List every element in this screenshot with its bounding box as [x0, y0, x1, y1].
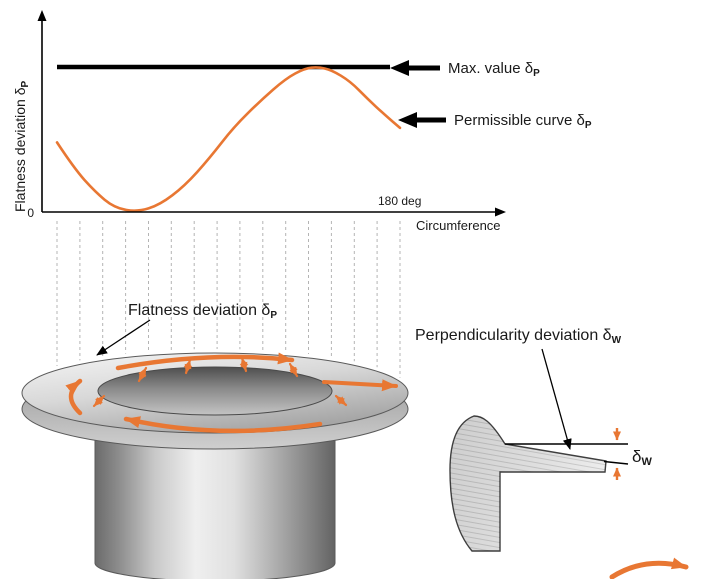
x-tick-label: 180 deg — [378, 194, 421, 208]
flange-bore — [97, 366, 333, 416]
max-value-arrow-icon — [390, 60, 409, 76]
deviation-tick-arrow — [137, 366, 148, 383]
sleeve-cylinder — [94, 429, 336, 579]
decorative-arrow — [609, 557, 689, 579]
deviation-tick-arrow — [334, 394, 348, 407]
projection-lines — [56, 221, 401, 378]
flatness-chart: Flatness deviation δP 0 180 deg Circumfe… — [12, 10, 592, 378]
y-axis-label: Flatness deviation δP — [12, 80, 31, 212]
deviation-tick-arrow — [239, 356, 249, 373]
flatness-deviation-label: Flatness deviation δP — [128, 302, 277, 321]
rotation-arrow-back — [115, 352, 295, 371]
origin-label: 0 — [27, 206, 34, 220]
cross-section-view: δW Perpendicularity deviation δW — [415, 327, 652, 552]
flatness-callout: Flatness deviation δP — [96, 302, 277, 356]
perpendicularity-leader-arrow — [541, 348, 572, 450]
actual-surface-extension-line — [603, 460, 629, 465]
flatness-arrows — [65, 352, 398, 434]
rotation-arrow-left — [65, 378, 83, 416]
x-axis-arrow — [495, 207, 506, 217]
permissible-arrow-icon — [398, 112, 417, 128]
x-axis-title: Circumference — [416, 218, 501, 233]
dimension-label: δW — [632, 447, 652, 468]
permissible-curve — [55, 66, 402, 212]
rotation-arrow-front — [123, 416, 323, 434]
flange-3d-view: Flatness deviation δP — [21, 302, 409, 579]
flatness-leader-arrow — [96, 319, 151, 356]
perpendicularity-deviation-label: Perpendicularity deviation δW — [415, 327, 622, 346]
deviation-tick-arrow — [92, 394, 106, 408]
section-shading — [450, 416, 606, 551]
deviation-tick-arrow — [183, 358, 193, 375]
permissible-curve-annotation: Permissible curve δP — [398, 112, 592, 131]
max-value-annotation: Max. value δP — [390, 60, 540, 79]
permissible-curve-label: Permissible curve δP — [454, 112, 592, 131]
rotation-arrow-right — [322, 379, 398, 392]
y-axis-arrow — [37, 10, 47, 21]
deviation-tick-arrow — [288, 362, 299, 378]
max-value-label: Max. value δP — [448, 60, 540, 79]
